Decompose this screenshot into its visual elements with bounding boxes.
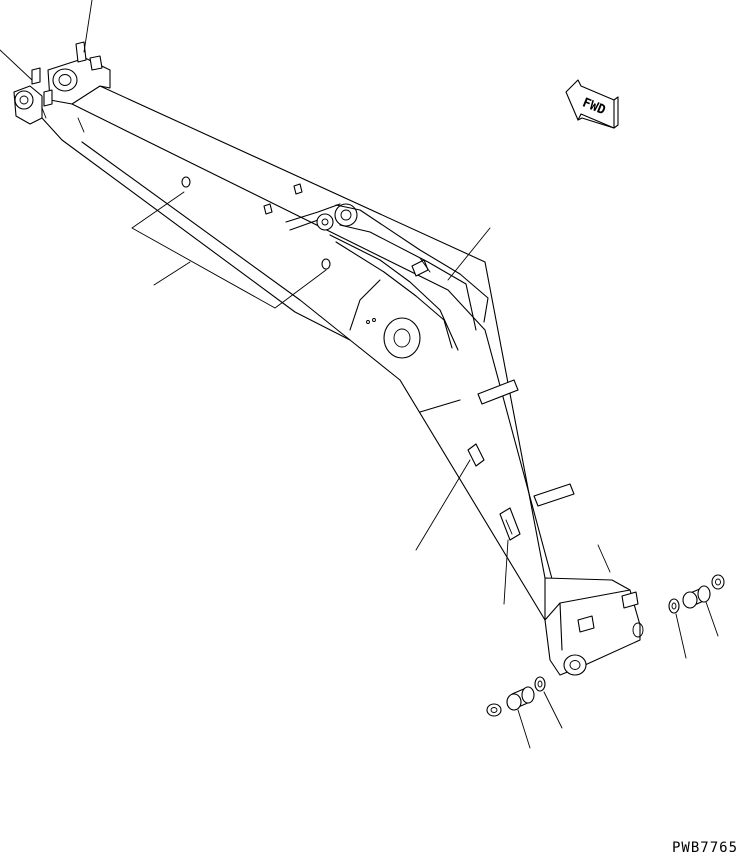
- leader-lines: [0, 0, 719, 749]
- center-pin-boss: [366, 317, 421, 359]
- pin-bushings-left: [486, 676, 546, 717]
- hose-link-assembly: [285, 203, 489, 351]
- pipe-clamps: [477, 379, 575, 507]
- fwd-arrow-icon: FWD: [565, 79, 619, 129]
- arm-body: [41, 85, 644, 676]
- pin-bushings-right: [668, 574, 725, 614]
- side-plates: [467, 443, 521, 541]
- arm-top-end: [13, 41, 111, 133]
- grease-plugs: [181, 176, 331, 270]
- part-code-label: PWB7765: [672, 840, 738, 856]
